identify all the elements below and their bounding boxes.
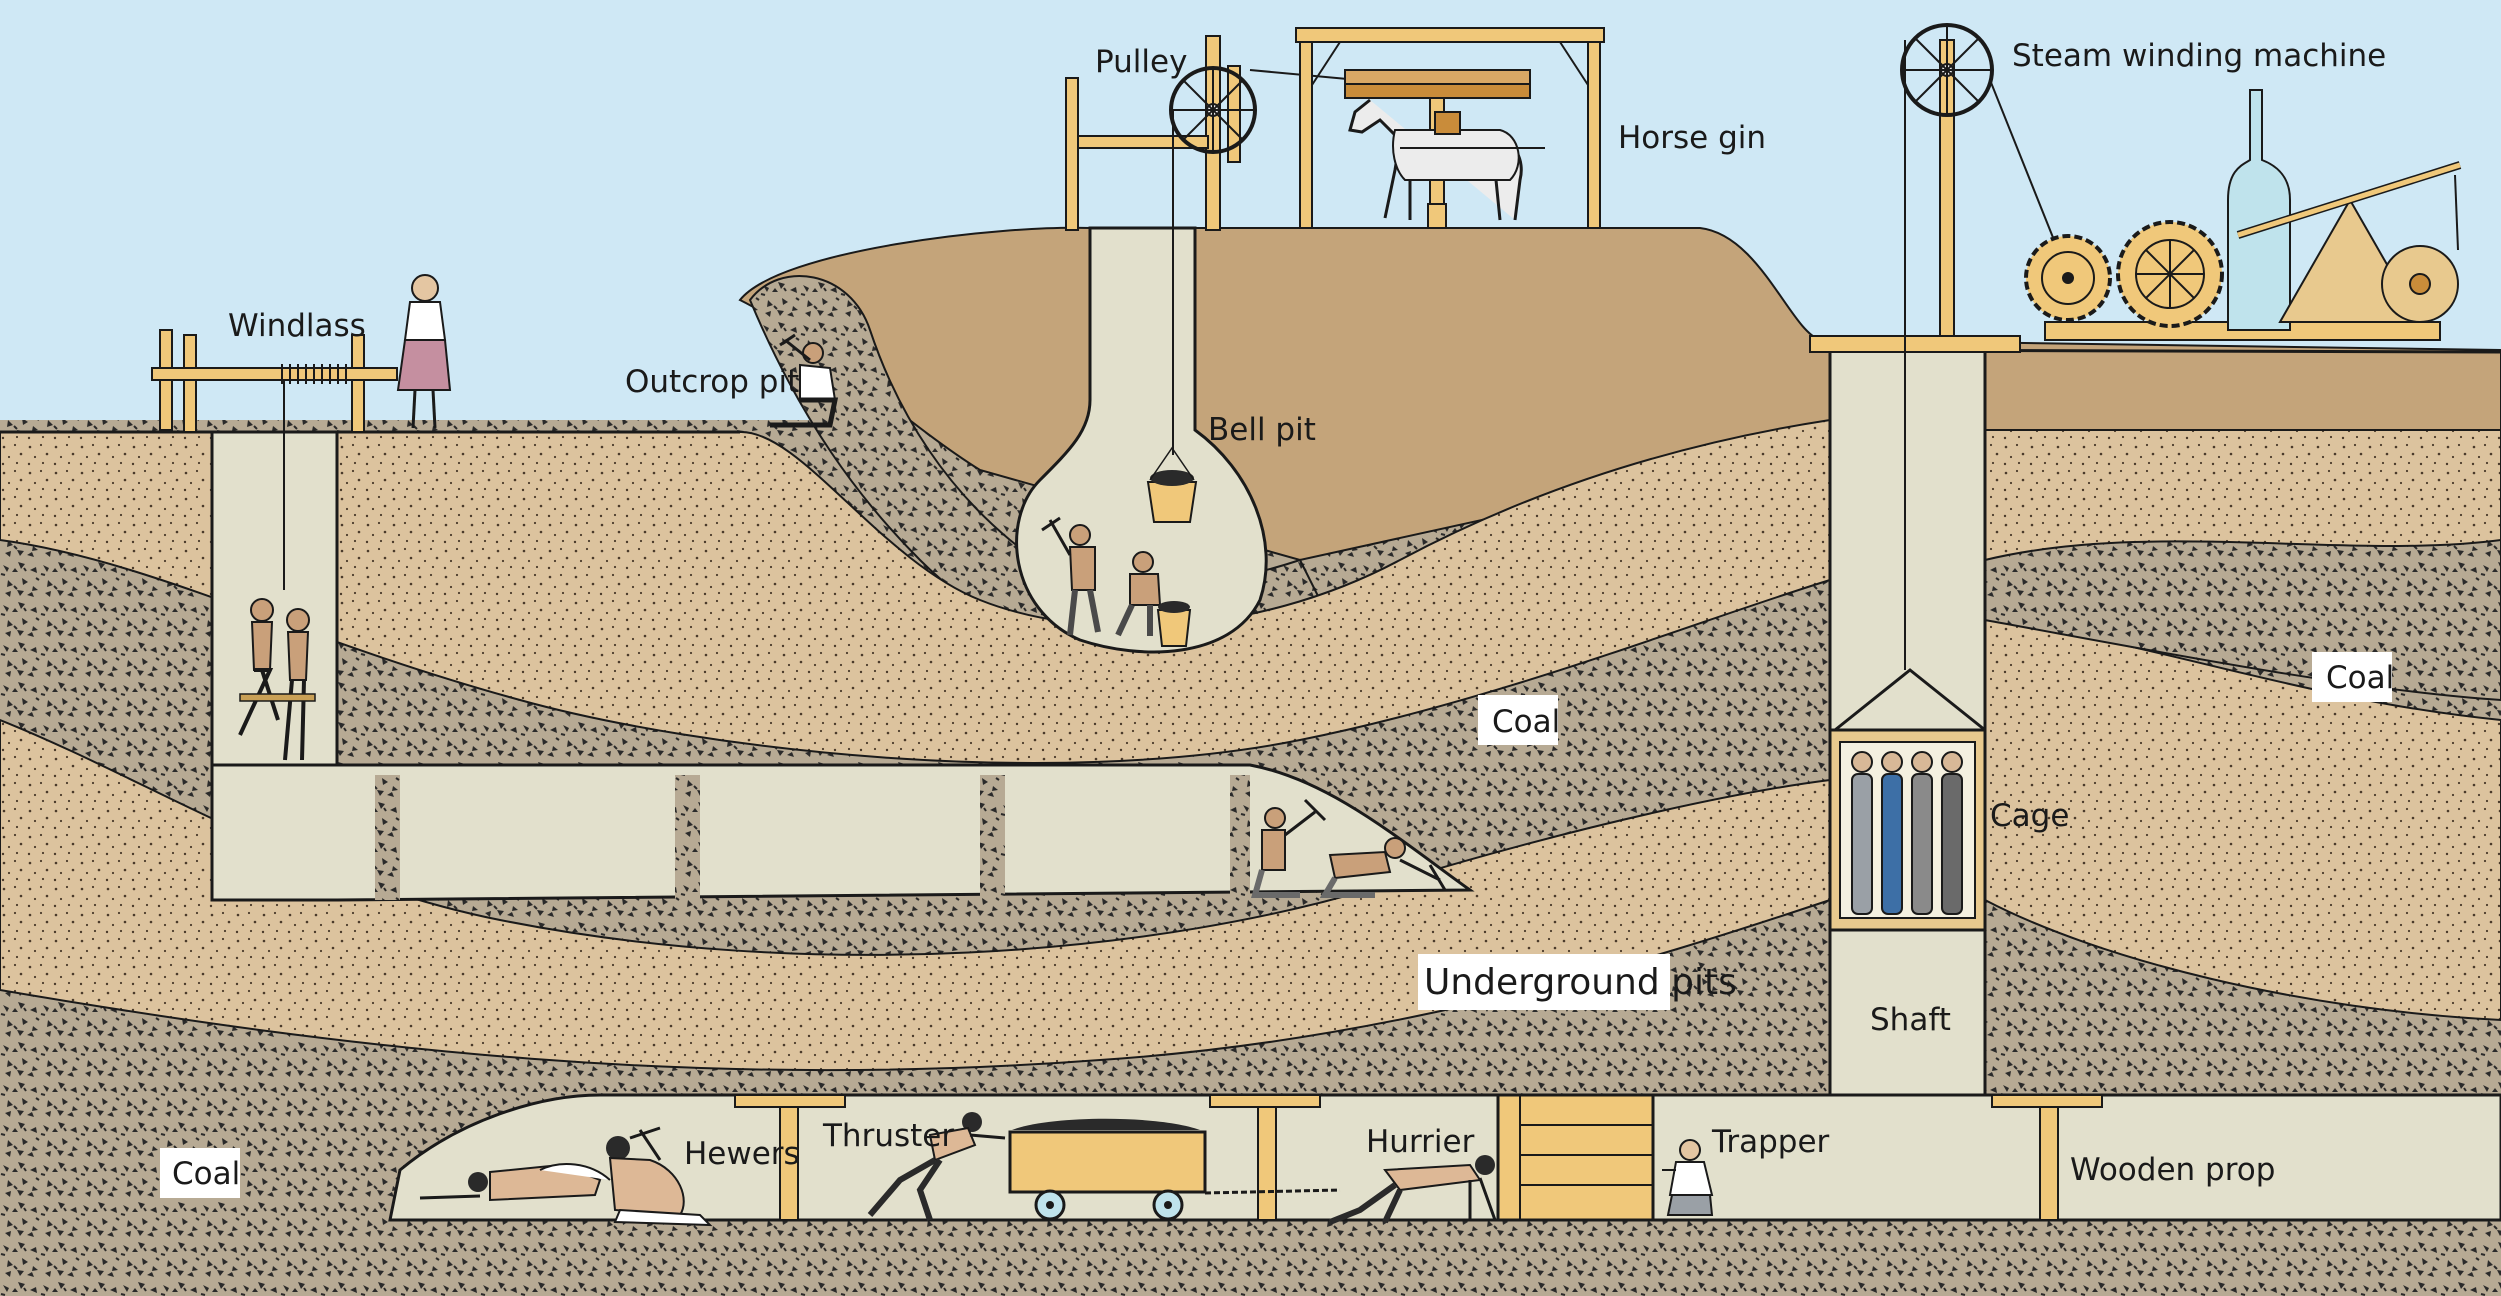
person-icon	[1251, 798, 1327, 898]
thruster-label: Thruster	[822, 1118, 954, 1154]
coal-label-bottom-left: Coal	[160, 1148, 240, 1198]
coal-label-right-text: Coal	[2326, 660, 2394, 696]
coal-pillar	[980, 775, 1005, 900]
person-icon	[867, 1112, 1006, 1221]
person-icon	[770, 333, 839, 428]
wooden-prop	[734, 1094, 846, 1221]
coal-label-right: Coal	[2312, 652, 2394, 702]
person-icon	[606, 1126, 713, 1227]
person-icon	[1851, 751, 1873, 915]
shaft-label: Shaft	[1870, 1002, 1951, 1038]
horse-gin-label: Horse gin	[1618, 120, 1766, 156]
hurrier-label: Hurrier	[1366, 1124, 1475, 1160]
upper-gallery	[210, 763, 1475, 902]
hewers-label: Hewers	[684, 1136, 800, 1172]
shaft-cap	[1809, 335, 2021, 353]
steam-engine	[2024, 89, 2462, 341]
windlass-seat-stick	[239, 693, 316, 702]
person-icon	[419, 1163, 611, 1202]
cage	[1828, 668, 1987, 932]
ventilation-door	[1496, 1093, 1655, 1222]
underground-pits-label-text: Underground pits	[1424, 962, 1737, 1003]
person-icon	[1319, 837, 1447, 898]
person-icon	[1881, 751, 1903, 915]
person-icon	[1041, 516, 1101, 636]
coal-label-middle: Coal	[1478, 695, 1560, 745]
basket-icon	[1146, 446, 1198, 523]
coal-pillar	[675, 775, 700, 900]
pulley-label: Pulley	[1095, 44, 1187, 80]
wooden-prop-label: Wooden prop	[2070, 1152, 2275, 1188]
coal-label-bottom-left-text: Coal	[172, 1156, 240, 1192]
person-icon	[396, 274, 452, 429]
main-shaft	[1828, 348, 1987, 1102]
windlass	[151, 329, 398, 590]
pulley-wheel	[1169, 66, 1257, 154]
coal-pillar	[1230, 775, 1250, 900]
middle-sand-layer	[0, 718, 1831, 1072]
upper-sand-layer	[0, 418, 1831, 764]
cage-label: Cage	[1990, 798, 2069, 834]
wooden-prop	[1991, 1094, 2103, 1221]
coal-wagon-icon	[1008, 1118, 1341, 1221]
person-icon	[1662, 1139, 1714, 1216]
person-icon	[1941, 751, 1963, 915]
person-icon	[283, 608, 310, 761]
steam-winding-machine-label: Steam winding machine	[2012, 38, 2386, 74]
tunnel-floor	[380, 1222, 2501, 1296]
coal-label-middle-text: Coal	[1492, 704, 1560, 740]
trapper-label: Trapper	[1711, 1124, 1830, 1160]
person-icon	[1911, 751, 1933, 915]
person-icon	[1328, 1155, 1497, 1225]
horse-gin	[1295, 27, 1605, 229]
windlass-label: Windlass	[228, 308, 366, 344]
steam-winding-wheel	[1900, 23, 1994, 117]
basket-icon	[1156, 601, 1192, 647]
horse-icon	[1348, 98, 1545, 221]
underground-pits-label: Underground pits	[1418, 954, 1737, 1010]
coal-pillar	[375, 775, 400, 900]
outcrop-pit-label: Outcrop pit	[625, 364, 799, 400]
bell-pit-label: Bell pit	[1208, 412, 1316, 448]
